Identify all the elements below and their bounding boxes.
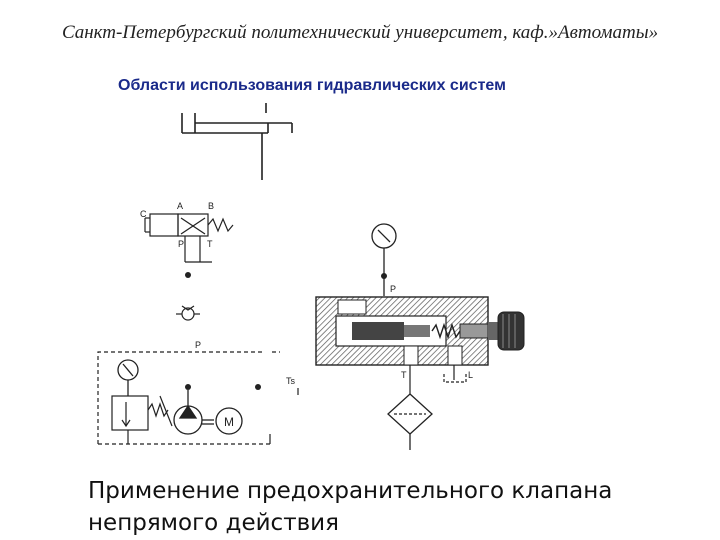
- circuit-label-p: P: [195, 340, 201, 350]
- section-label-t: T: [401, 370, 407, 380]
- junction-dot: [255, 384, 261, 390]
- section-label-p: P: [390, 284, 396, 294]
- pump-icon: [173, 390, 214, 435]
- valve-label-c: C: [140, 209, 147, 219]
- cylinder-symbol: [181, 103, 293, 180]
- valve-label-p: P: [178, 239, 184, 249]
- check-valve: [176, 305, 200, 321]
- valve-label-a: A: [177, 201, 183, 211]
- caption-line-2: непрямого действия: [88, 510, 339, 536]
- pressure-gauge-icon: [117, 359, 139, 396]
- filter-icon: [387, 393, 433, 450]
- junction-dot: [185, 384, 191, 390]
- caption-line-1: Применение предохранительного клапана: [88, 478, 613, 504]
- relief-valve-symbol: [111, 395, 173, 444]
- return-lines: [409, 365, 467, 394]
- motor-icon: [215, 407, 243, 435]
- directional-valve: A B C P T: [140, 201, 234, 263]
- circuit-label-ts: Ts: [286, 376, 296, 386]
- pressure-gauge-icon: [371, 223, 397, 296]
- junction-dot: [185, 272, 191, 278]
- valve-label-t: T: [207, 239, 213, 249]
- header-university: Санкт-Петербургский политехнический унив…: [61, 22, 659, 43]
- circuit-boundary: [97, 351, 280, 445]
- valve-label-b: B: [208, 201, 214, 211]
- slide-caption: Применение предохранительного клапана не…: [88, 475, 688, 539]
- section-label-l: L: [468, 370, 473, 380]
- tank-line: [269, 388, 299, 444]
- valve-cross-section: [315, 296, 525, 366]
- slide-title: Области использования гидравлических сис…: [118, 77, 506, 94]
- motor-label: M: [224, 415, 234, 429]
